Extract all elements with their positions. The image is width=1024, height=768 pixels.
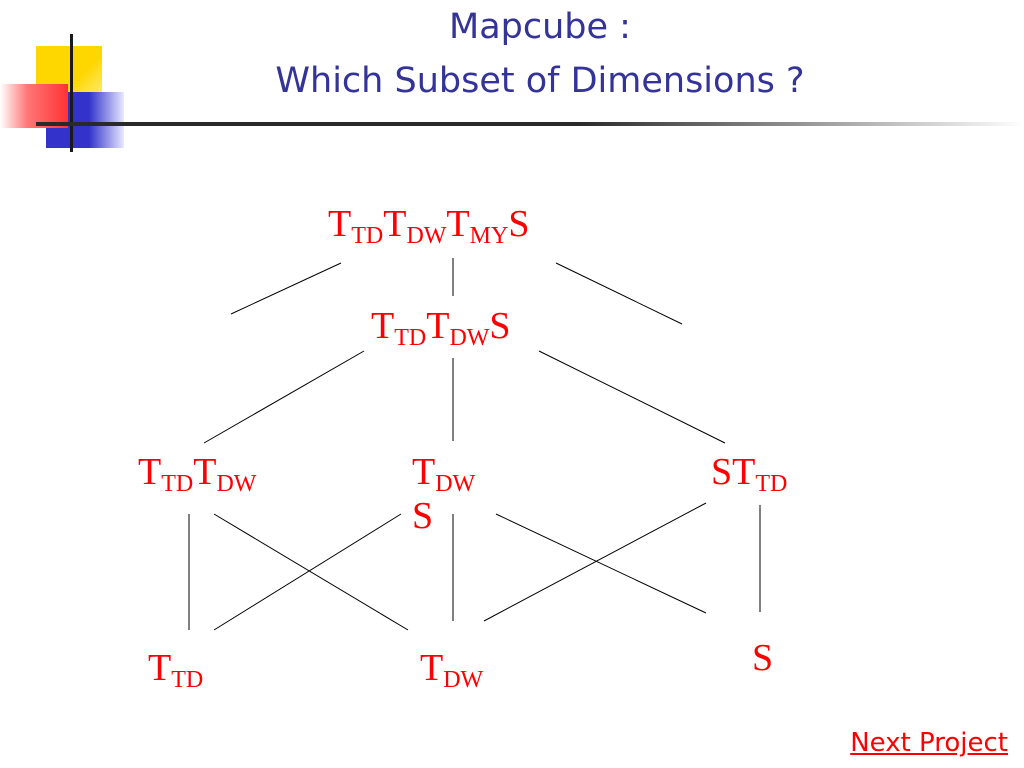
lattice-node-ttd-tdw: TTDTDW	[138, 451, 257, 497]
slide-subtitle: Which Subset of Dimensions ?	[275, 61, 805, 101]
title-divider	[36, 122, 1024, 126]
lattice-node-ttd-tdw-s: TTDTDWS	[371, 305, 511, 351]
lattice-node-ttd: TTD	[148, 647, 204, 693]
edge	[230, 262, 342, 315]
lattice-node-ttd-tdw-tmy-s: TTDTDWTMYS	[328, 203, 530, 249]
lattice-node-s-ttd: STTD	[711, 451, 788, 497]
edge	[213, 513, 402, 631]
lattice-node-s: S	[752, 637, 774, 679]
slide-title: Mapcube :	[449, 7, 631, 47]
edge	[495, 513, 707, 614]
decorative-red-bar	[0, 84, 68, 128]
decorative-vertical-rule	[70, 34, 73, 152]
edge	[538, 350, 726, 444]
edge	[213, 513, 409, 631]
edge	[555, 262, 683, 325]
edge	[203, 350, 365, 444]
edge	[483, 502, 707, 622]
lattice-node-tdw: TDW	[420, 647, 484, 693]
next-project-link[interactable]: Next Project	[850, 728, 1008, 758]
